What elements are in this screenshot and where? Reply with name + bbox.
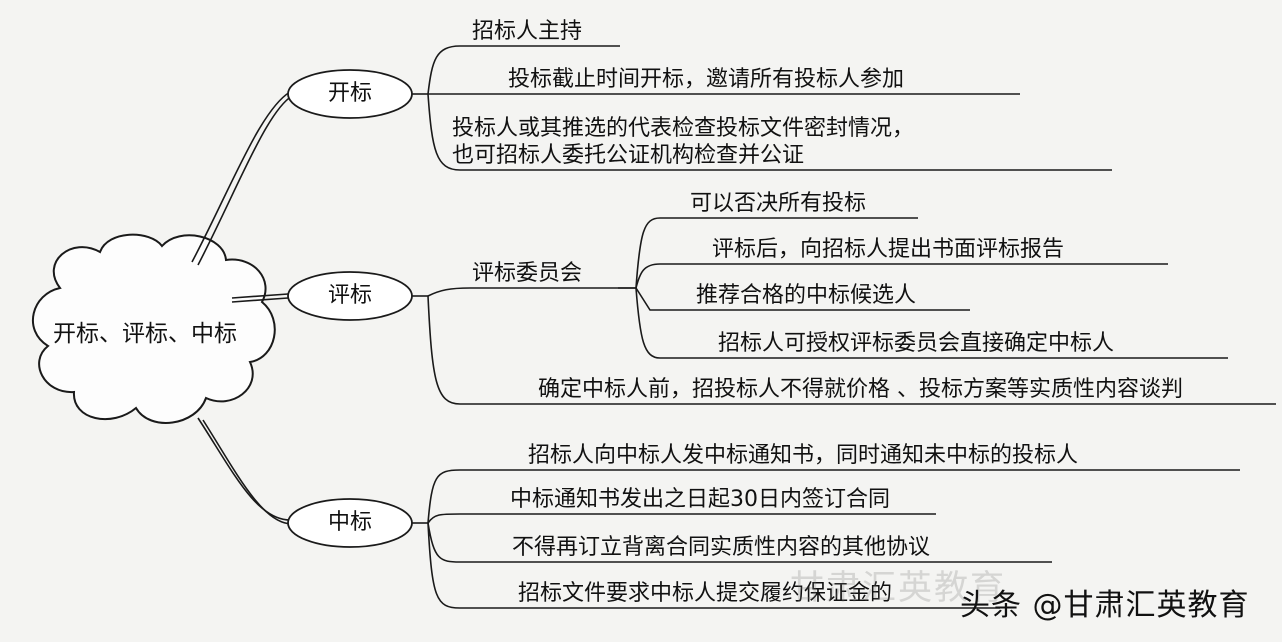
pingbiao-sub-item-1: 可以否决所有投标 [690,191,867,216]
watermark-faint: 甘肃汇英教育 [790,568,1006,608]
root-cloud [31,233,276,424]
pingbiao-sub-label: 评标委员会 [472,261,583,286]
kaibiao-item-3-line-1: 投标人或其推选的代表检查投标文件密封情况， [452,116,915,141]
pingbiao-sub-item-2: 评标后，向招标人提出书面评标报告 [712,237,1065,262]
branch-label-zhongbiao: 中标 [327,510,372,535]
pingbiao-item-1: 确定中标人前，招投标人不得就价格 、投标方案等实质性内容谈判 [538,377,1183,402]
watermark: 头条 @甘肃汇英教育 [960,588,1250,623]
kaibiao-item-1: 招标人主持 [472,19,583,44]
zhongbiao-item-2: 中标通知书发出之日起30日内签订合同 [510,487,890,512]
zhongbiao-item-1: 招标人向中标人发中标通知书，同时通知未中标的投标人 [528,443,1079,468]
root-label: 开标、评标、中标 [53,321,237,347]
kaibiao-connectors [412,45,1112,171]
pingbiao-sub-item-3: 推荐合格的中标候选人 [696,283,917,308]
branch-label-pingbiao: 评标 [327,283,372,308]
root-connectors [191,91,293,525]
zhongbiao-item-4: 招标文件要求中标人提交履约保证金的 [518,581,893,606]
kaibiao-item-2: 投标截止时间开标，邀请所有投标人参加 [508,67,905,92]
pingbiao-connectors [412,217,1276,405]
kaibiao-item-3-line-2: 也可招标人委托公证机构检查并公证 [452,143,805,168]
pingbiao-sub-item-4: 招标人可授权评标委员会直接确定中标人 [718,331,1115,356]
branch-label-kaibiao: 开标 [327,81,372,106]
zhongbiao-item-3: 不得再订立背离合同实质性内容的其他协议 [512,535,931,560]
zhongbiao-connectors [412,469,1240,609]
